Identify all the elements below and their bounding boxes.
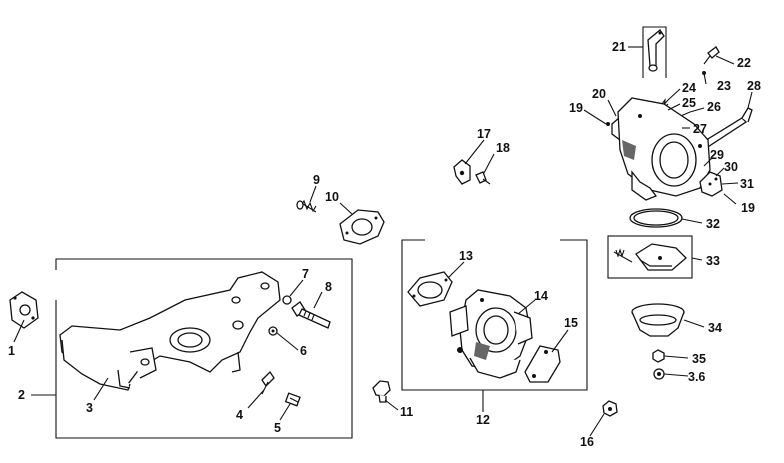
plate-part-31 xyxy=(699,171,723,197)
callout-24: 24 xyxy=(682,81,696,95)
washer-part-7 xyxy=(282,295,292,305)
callout-8: 8 xyxy=(325,280,332,294)
screw-part-18 xyxy=(475,171,491,185)
carburetor-body-part-29 xyxy=(617,97,711,201)
intake-group-box xyxy=(55,258,353,439)
callout-6: 6 xyxy=(300,344,307,358)
callout-labels: 1 2 3 4 5 6 7 8 9 10 11 12 13 14 15 16 1… xyxy=(8,40,761,449)
screw-part-4 xyxy=(261,370,275,395)
gasket-part-15 xyxy=(524,345,561,383)
float-bowl-part-34 xyxy=(631,303,685,337)
callout-34: 34 xyxy=(708,321,722,335)
callout-20: 20 xyxy=(592,87,606,101)
washer-part-36 xyxy=(653,368,665,380)
gasket-part-10 xyxy=(339,209,385,245)
carburetor-group-box xyxy=(401,239,588,391)
bolt-part-8 xyxy=(291,301,331,329)
intake-manifold-part-3 xyxy=(59,271,281,391)
callout-21: 21 xyxy=(612,40,626,54)
float-part-33 xyxy=(613,243,687,271)
callout-28: 28 xyxy=(747,79,761,93)
bolt-part-5 xyxy=(284,392,301,407)
callout-32: 32 xyxy=(706,217,720,231)
clip-part-17 xyxy=(453,159,471,185)
carburetor-part-14 xyxy=(449,289,533,379)
leader-lines xyxy=(13,46,753,437)
callout-23: 23 xyxy=(717,79,731,93)
callout-26: 26 xyxy=(707,100,721,114)
callout-36: 3.6 xyxy=(688,370,705,384)
callout-25: 25 xyxy=(682,96,696,110)
callout-18: 18 xyxy=(496,141,510,155)
nut-part-6 xyxy=(268,326,278,336)
callout-19-upper: 19 xyxy=(569,101,583,115)
knob-part-11 xyxy=(372,380,391,403)
callout-2: 2 xyxy=(18,388,25,402)
callout-35: 35 xyxy=(692,352,706,366)
gasket-part-13 xyxy=(407,271,453,307)
screw-part-22 xyxy=(703,46,720,65)
callout-12: 12 xyxy=(476,413,490,427)
callout-3: 3 xyxy=(86,401,93,415)
callout-13: 13 xyxy=(459,249,473,263)
callout-9: 9 xyxy=(313,173,320,187)
callout-5: 5 xyxy=(274,421,281,435)
oring-part-32 xyxy=(629,208,683,228)
callout-11: 11 xyxy=(400,405,413,419)
callout-17: 17 xyxy=(477,127,491,141)
callout-14: 14 xyxy=(534,289,548,303)
gasket-part-1 xyxy=(9,291,39,329)
callout-15: 15 xyxy=(564,316,578,330)
callout-27: 27 xyxy=(693,122,707,136)
callout-30: 30 xyxy=(724,160,738,174)
lever-part-21 xyxy=(647,29,665,72)
callout-31: 31 xyxy=(740,177,754,191)
callout-1: 1 xyxy=(8,344,15,358)
callout-22: 22 xyxy=(737,56,751,70)
nut-part-35 xyxy=(652,349,665,363)
spring-part-9 xyxy=(296,199,317,213)
callout-7: 7 xyxy=(302,267,309,281)
part-33-box xyxy=(607,235,693,279)
nut-part-16 xyxy=(602,400,618,417)
callout-29: 29 xyxy=(710,148,724,162)
callout-19-lower: 19 xyxy=(741,201,755,215)
callout-10: 10 xyxy=(325,190,339,204)
callout-4: 4 xyxy=(236,408,243,422)
callout-33: 33 xyxy=(706,254,720,268)
callout-16: 16 xyxy=(580,435,594,449)
part-21-box xyxy=(642,26,667,78)
